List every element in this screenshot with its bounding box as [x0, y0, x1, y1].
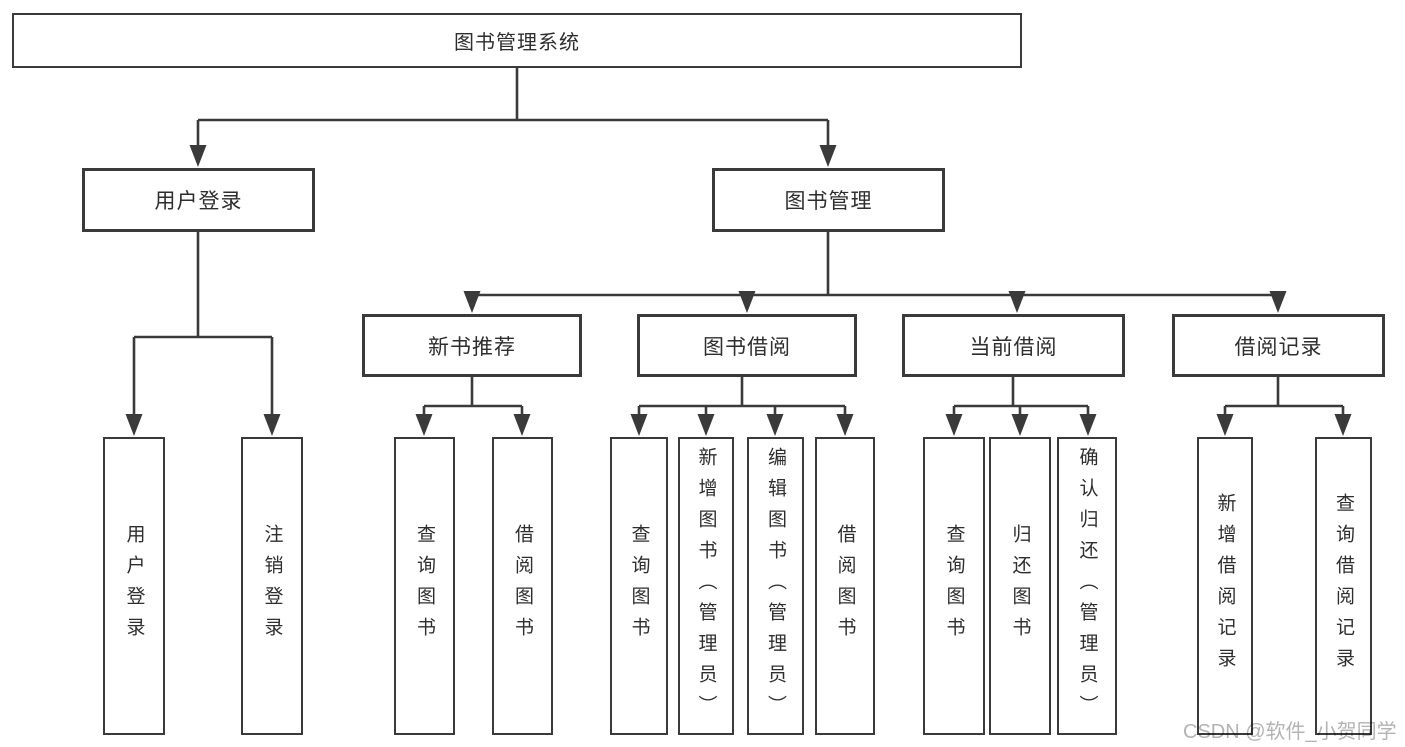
leaf-logout: 注销登录 — [241, 437, 303, 735]
leaf-user-login: 用户登录 — [103, 437, 165, 735]
node-current-borrow: 当前借阅 — [902, 314, 1125, 377]
leaf-query-books-borrow: 查询图书 — [610, 437, 668, 735]
node-book-management: 图书管理 — [712, 168, 945, 232]
leaf-confirm-return-admin: 确认归还（管理员） — [1057, 437, 1117, 735]
node-borrow-records: 借阅记录 — [1172, 314, 1385, 377]
leaf-borrow-books-borrow: 借阅图书 — [815, 437, 875, 735]
arrowhead-icons — [125, 145, 1352, 436]
leaf-query-books-current: 查询图书 — [923, 437, 985, 735]
leaf-query-borrow-record: 查询借阅记录 — [1315, 437, 1372, 735]
node-new-book-recommend: 新书推荐 — [362, 314, 582, 377]
node-book-borrow: 图书借阅 — [637, 314, 857, 377]
node-user-login: 用户登录 — [82, 168, 315, 232]
root-node-library-system: 图书管理系统 — [12, 13, 1022, 68]
leaf-edit-book-admin: 编辑图书（管理员） — [747, 437, 804, 735]
csdn-watermark: CSDN @软件_小贺同学 — [1183, 721, 1397, 743]
leaf-return-books: 归还图书 — [989, 437, 1051, 735]
leaf-add-borrow-record: 新增借阅记录 — [1197, 437, 1253, 735]
leaf-add-book-admin: 新增图书（管理员） — [678, 437, 734, 735]
leaf-query-books-recommend: 查询图书 — [394, 437, 455, 735]
leaf-borrow-books-recommend: 借阅图书 — [492, 437, 553, 735]
